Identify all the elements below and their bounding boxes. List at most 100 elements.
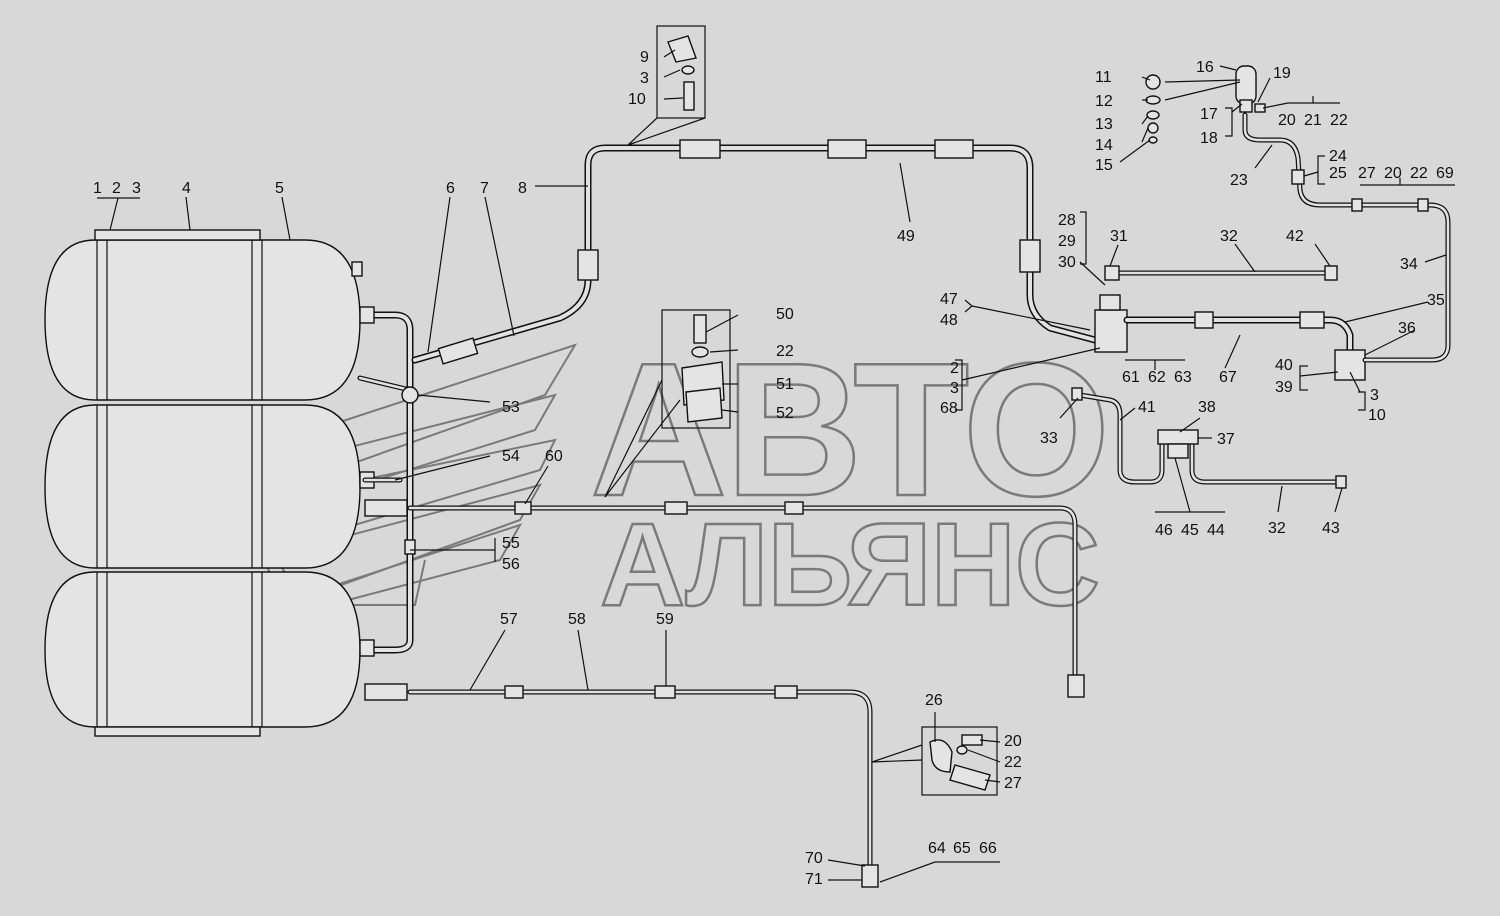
callout-44: 44 (1207, 522, 1225, 539)
callout-12: 12 (1095, 93, 1113, 110)
callout-49: 49 (897, 228, 915, 245)
callout-53: 53 (502, 399, 520, 416)
callout-56: 56 (502, 556, 520, 573)
callout-6: 6 (446, 180, 455, 197)
callout-21: 21 (1304, 112, 1322, 129)
callout-48: 48 (940, 312, 958, 329)
callout-34: 34 (1400, 256, 1418, 273)
callout-54: 54 (502, 448, 520, 465)
callout-7: 7 (480, 180, 489, 197)
callout-70: 70 (805, 850, 823, 867)
callout-13: 13 (1095, 116, 1113, 133)
callout-58: 58 (568, 611, 586, 628)
callout-57: 57 (500, 611, 518, 628)
callout-41: 41 (1138, 399, 1156, 416)
dryer-detail (1145, 65, 1266, 144)
callout-23: 23 (1230, 172, 1248, 189)
callout-67: 67 (1219, 369, 1237, 386)
callout-20b: 20 (1384, 165, 1402, 182)
callout-32: 32 (1220, 228, 1238, 245)
callout-66: 66 (979, 840, 997, 857)
filter-unit (1071, 387, 1347, 489)
callout-3d: 3 (1370, 387, 1379, 404)
callout-2: 2 (112, 180, 121, 197)
callout-36: 36 (1398, 320, 1416, 337)
air-tank-top (44, 229, 363, 401)
middle-line-60 (364, 499, 1085, 698)
callout-32b: 32 (1268, 520, 1286, 537)
callout-22d: 22 (1004, 754, 1022, 771)
clamp-detail-box-middle (604, 309, 731, 498)
callout-27: 27 (1358, 165, 1376, 182)
callout-27b: 27 (1004, 775, 1022, 792)
callout-64: 64 (928, 840, 946, 857)
callout-40: 40 (1275, 357, 1293, 374)
callout-59: 59 (656, 611, 674, 628)
callout-47: 47 (940, 291, 958, 308)
callout-17: 17 (1200, 106, 1218, 123)
callout-31: 31 (1110, 228, 1128, 245)
callout-1: 1 (93, 180, 102, 197)
callout-22b: 22 (1410, 165, 1428, 182)
callout-61: 61 (1122, 369, 1140, 386)
callout-46: 46 (1155, 522, 1173, 539)
callout-10b: 10 (1368, 407, 1386, 424)
callout-60: 60 (545, 448, 563, 465)
clamp-detail-box-top (627, 25, 706, 146)
callout-29: 29 (1058, 233, 1076, 250)
callout-37: 37 (1217, 431, 1235, 448)
valve-block (1094, 265, 1366, 381)
callout-3c: 3 (950, 380, 959, 397)
callout-33: 33 (1040, 430, 1058, 447)
callout-3: 3 (132, 180, 141, 197)
tank-manifold (357, 306, 419, 657)
callout-22: 22 (1330, 112, 1348, 129)
callout-25: 25 (1329, 165, 1347, 182)
callout-55: 55 (502, 535, 520, 552)
callout-16: 16 (1196, 59, 1214, 76)
callout-39: 39 (1275, 379, 1293, 396)
callout-18: 18 (1200, 130, 1218, 147)
callout-51: 51 (776, 376, 794, 393)
callout-3b: 3 (640, 70, 649, 87)
callout-69: 69 (1436, 165, 1454, 182)
air-tank-bottom (44, 571, 361, 737)
callout-28: 28 (1058, 212, 1076, 229)
callout-30: 30 (1058, 254, 1076, 271)
leader-lines (97, 49, 1455, 883)
lower-line-58 (364, 683, 879, 888)
callout-52: 52 (776, 405, 794, 422)
watermark-line2: АЛЬЯНС (600, 499, 1099, 631)
callout-2b: 2 (950, 360, 959, 377)
callout-24: 24 (1329, 148, 1347, 165)
callout-65: 65 (953, 840, 971, 857)
callout-9: 9 (640, 49, 649, 66)
main-pipeline (411, 139, 1099, 365)
callout-labels: 1 2 3 4 5 6 7 8 9 3 10 49 11 12 13 14 15… (93, 49, 1454, 888)
callout-45: 45 (1181, 522, 1199, 539)
callout-26: 26 (925, 692, 943, 709)
callout-50: 50 (776, 306, 794, 323)
callout-42: 42 (1286, 228, 1304, 245)
callout-20c: 20 (1004, 733, 1022, 750)
callout-63: 63 (1174, 369, 1192, 386)
callout-4: 4 (182, 180, 191, 197)
watermark-logo: АВТО АЛЬЯНС (244, 323, 1112, 632)
callout-5: 5 (275, 180, 284, 197)
callout-19: 19 (1273, 65, 1291, 82)
callout-14: 14 (1095, 137, 1113, 154)
callout-22c: 22 (776, 343, 794, 360)
callout-15: 15 (1095, 157, 1113, 174)
callout-8: 8 (518, 180, 527, 197)
callout-20: 20 (1278, 112, 1296, 129)
callout-43: 43 (1322, 520, 1340, 537)
callout-71: 71 (805, 871, 823, 888)
long-return-line (1242, 112, 1451, 363)
callout-35: 35 (1427, 292, 1445, 309)
air-tank-middle (44, 404, 361, 569)
callout-62: 62 (1148, 369, 1166, 386)
callout-11: 11 (1095, 69, 1112, 86)
callout-68: 68 (940, 400, 958, 417)
